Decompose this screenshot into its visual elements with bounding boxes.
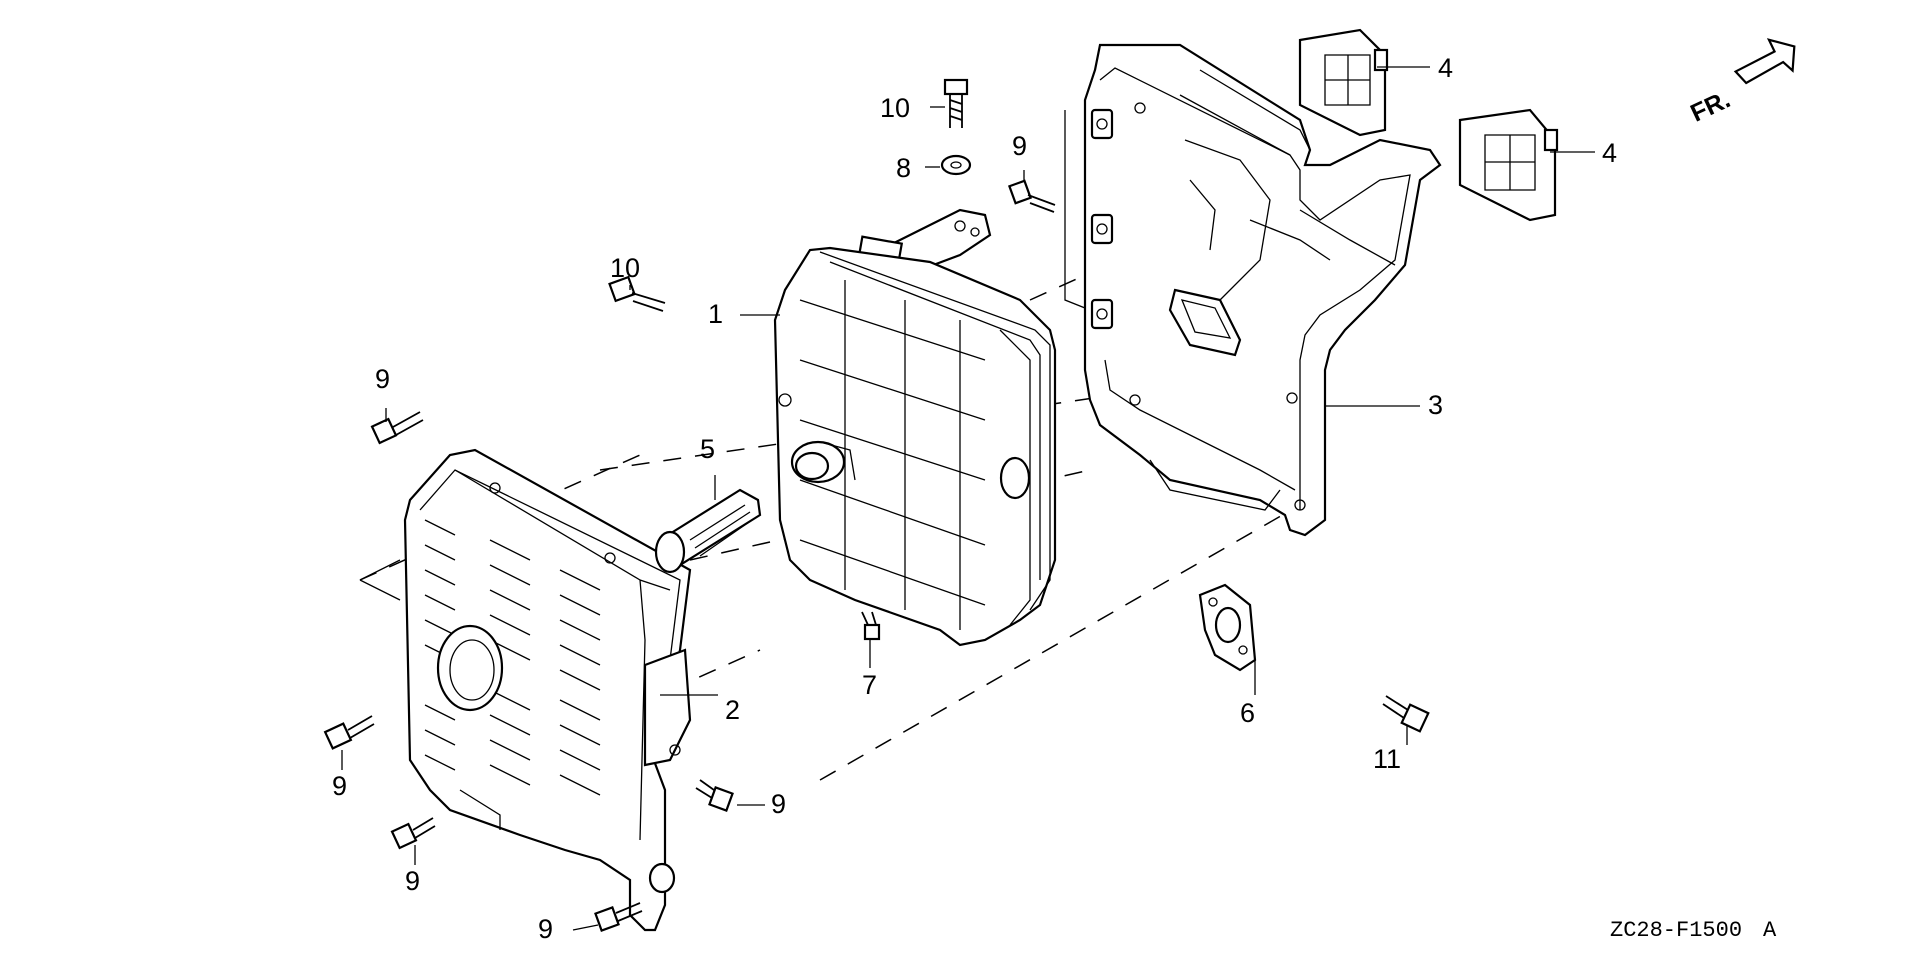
bolt-10-top: [943, 78, 969, 128]
washer-8: [940, 154, 972, 176]
drawing-code: ZC28-F1500: [1610, 918, 1742, 943]
callout-1: 1: [708, 299, 723, 329]
callout-10-top: 10: [880, 93, 910, 123]
bolt-9-leftmid: [323, 715, 375, 750]
gasket: [1198, 583, 1257, 672]
front-cover: [403, 448, 692, 932]
cap-upper: [1298, 28, 1389, 137]
bolt-10-mid: [608, 275, 666, 312]
callout-9-topleft: 9: [375, 364, 390, 394]
cap-lower: [1458, 108, 1559, 222]
bolt-9-leftlow: [390, 817, 436, 850]
bolts: [323, 78, 1430, 932]
callout-5: 5: [700, 434, 715, 464]
muffler-body: [773, 208, 1057, 647]
front-direction-indicator: FR.: [1686, 38, 1796, 128]
callout-3: 3: [1428, 390, 1443, 420]
callout-6: 6: [1240, 698, 1255, 728]
front-arrow-icon: [1733, 38, 1796, 85]
drawing-code-block: ZC28-F1500 A: [1610, 918, 1777, 943]
bolt-9-coverright: [695, 779, 734, 812]
callout-4-upper: 4: [1438, 53, 1453, 83]
callout-9-coverright: 9: [771, 789, 786, 819]
callout-4-lower: 4: [1602, 138, 1617, 168]
spark-arrester: [654, 488, 762, 574]
screw-7: [861, 611, 881, 641]
muffler-protector: [1083, 43, 1442, 537]
callout-9-leftlow: 9: [405, 866, 420, 896]
callout-10-mid: 10: [610, 253, 640, 283]
callout-11: 11: [1373, 744, 1401, 774]
drawing-revision: A: [1763, 918, 1777, 943]
bolt-9-topleft: [370, 411, 424, 445]
callout-7: 7: [862, 670, 877, 700]
front-direction-label: FR.: [1686, 85, 1734, 127]
callout-labels: 1 2 3 4 4 5 6 7 8 9 9 9 9 9 9 10 10 11: [332, 53, 1617, 944]
callout-8: 8: [896, 153, 911, 183]
callout-9-upper: 9: [1012, 131, 1027, 161]
callout-9-leftmid: 9: [332, 771, 347, 801]
callout-2: 2: [725, 695, 740, 725]
callout-9-bottom: 9: [538, 914, 553, 944]
leader-lines: [341, 66, 1595, 931]
bolt-11: [1382, 695, 1430, 733]
bolt-9-upper: [1007, 179, 1056, 213]
bolt-9-bottom: [594, 902, 643, 932]
